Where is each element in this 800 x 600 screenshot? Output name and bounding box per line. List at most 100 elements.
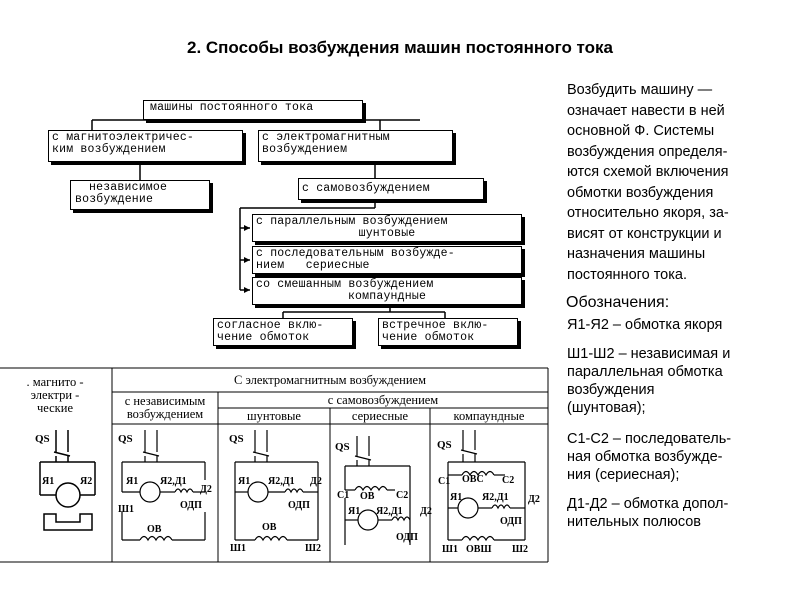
shunt-circuit <box>234 430 319 542</box>
tree-differential: встречное вклю- чение обмоток <box>378 318 518 346</box>
col-magneto-header: . магнито - электри - ческие <box>26 375 84 415</box>
intro-line: означает навести в ней <box>567 102 725 119</box>
tree-differential-line1: встречное вклю- <box>382 319 489 332</box>
ya1-label-1: Я1 <box>42 476 54 487</box>
qs-label-4: QS <box>335 441 350 453</box>
tree-self-label: с самовозбуждением <box>302 182 430 195</box>
intro-line: постоянного тока. <box>567 266 688 283</box>
c2-label-4: С2 <box>396 490 408 501</box>
intro-line: назначения машины <box>567 246 706 262</box>
tree-cumulative: согласное вклю- чение обмоток <box>213 318 353 346</box>
circuits-table-grid <box>0 367 549 563</box>
ov-label-2: ОВ <box>147 524 162 535</box>
tree-independent: независимое возбуждение <box>70 180 210 210</box>
intro-line: основной Ф. Системы <box>567 123 715 139</box>
tree-differential-line2: чение обмоток <box>382 331 475 344</box>
tree-independent-line1: независимое <box>89 181 168 194</box>
odp-label-2: ОДП <box>180 500 202 511</box>
intro-line: возбуждения определя- <box>567 143 728 160</box>
series-header: сериесные <box>351 409 409 423</box>
tree-self: с самовозбуждением <box>298 178 484 200</box>
intro-paragraph: Возбудить машину — означает навести в не… <box>567 80 729 285</box>
legend-line: нительных полюсов <box>567 514 702 530</box>
tree-series-line2: нием сериесные <box>256 259 370 272</box>
tree-parallel-line1: с параллельным возбуждением <box>256 215 448 228</box>
indep-header: с независимым возбуждением <box>124 394 206 421</box>
sh1-label-5: Ш1 <box>442 544 458 555</box>
intro-line: висят от конструкции и <box>567 225 722 242</box>
intro-line: относительно якоря, за- <box>567 205 729 221</box>
tree-independent-line2: возбуждение <box>75 193 154 206</box>
tree-mixed: со смешанным возбуждением компаундные <box>252 277 522 305</box>
ya2d1-label-3: Я2,Д1 <box>268 476 295 487</box>
tree-root-label: машины постоянного тока <box>150 101 314 114</box>
legend-item-series: С1-С2 – последователь- ная обмотка возбу… <box>567 430 731 484</box>
ya1-label-5: Я1 <box>450 492 462 503</box>
ya2d1-label-4: Я2,Д1 <box>376 506 403 517</box>
tree-mixed-line2: компаундные <box>347 290 427 303</box>
ya2-label-1: Я2 <box>80 476 92 487</box>
tree-mixed-line1: со смешанным возбуждением <box>256 278 434 291</box>
tree-series: с последовательным возбужде- нием сериес… <box>252 246 522 274</box>
tree-electro-line2: возбуждением <box>262 143 348 156</box>
intro-line: Возбудить машину — <box>567 82 713 98</box>
ovs-label-5: ОВС <box>462 474 484 485</box>
d2-label-3: Д2 <box>310 476 322 487</box>
legend-item-aux-poles: Д1-Д2 – обмотка допол- нительных полюсов <box>567 495 728 531</box>
legend-line: Д1-Д2 – обмотка допол- <box>567 496 729 512</box>
tree-cumulative-line1: согласное вклю- <box>217 319 324 332</box>
legend-line: параллельная обмотка <box>567 364 723 380</box>
ov-label-3: ОВ <box>262 522 277 533</box>
c2-label-5: С2 <box>502 475 514 486</box>
odp-label-4: ОДП <box>396 532 418 543</box>
d2-label-5: Д2 <box>528 494 540 505</box>
qs-label-5: QS <box>437 439 452 451</box>
legend-item-armature: Я1-Я2 – обмотка якоря <box>567 316 722 334</box>
sh1-label-2: Ш1 <box>118 504 134 515</box>
page-title: 2. Способы возбуждения машин постоянного… <box>186 38 613 57</box>
ya2d1-label-5: Я2,Д1 <box>482 492 509 503</box>
tree-parallel-line2: шунтовые <box>358 227 416 240</box>
compound-circuit <box>447 430 526 542</box>
legend-line: Ш1-Ш2 – независимая и <box>567 346 731 362</box>
tree-connectors <box>91 104 446 318</box>
legend-line: (шунтовая); <box>567 400 646 416</box>
legend-line: возбуждения <box>567 382 655 398</box>
shunt-header: шунтовые <box>247 409 301 423</box>
legend-line: Я1-Я2 – обмотка якоря <box>567 317 723 333</box>
compound-header: компаундные <box>453 409 525 423</box>
series-circuit <box>344 436 411 545</box>
legend-line: ния (сериесная); <box>567 467 680 483</box>
tree-root: машины постоянного тока <box>143 100 363 120</box>
c1-label-5: С1 <box>438 476 450 487</box>
circuit-diagrams: QS Я1 Я2 QS Я1 Я2,Д1 Д2 ОДП Ш1 ОВ <box>35 430 540 555</box>
tree-electro-line1: с электромагнитным <box>262 131 390 144</box>
tree-parallel: с параллельным возбуждением шунтовые <box>252 214 522 242</box>
c1-label-4: С1 <box>337 490 349 501</box>
ya1-label-4: Я1 <box>348 506 360 517</box>
ya2d1-label-2: Я2,Д1 <box>160 476 187 487</box>
sh2-label-5: Ш2 <box>512 544 528 555</box>
intro-line: обмотки возбуждения <box>567 184 714 201</box>
independent-circuit <box>121 430 206 542</box>
intro-line: ются схемой включения <box>567 164 729 180</box>
tree-series-line1: с последовательным возбужде- <box>256 247 455 260</box>
sh1-label-3: Ш1 <box>230 543 246 554</box>
tree-magneto-line1: с магнитоэлектричес- <box>52 131 195 144</box>
ov-label-4: ОВ <box>360 491 375 502</box>
electro-header: С электромагнитным возбуждением <box>234 373 426 387</box>
sh2-label-3: Ш2 <box>305 543 321 554</box>
qs-label-3: QS <box>229 433 244 445</box>
qs-label-2: QS <box>118 433 133 445</box>
tree-magneto: с магнитоэлектричес- ким возбуждением <box>48 130 243 162</box>
odp-label-3: ОДП <box>288 500 310 511</box>
magneto-circuit <box>39 430 96 531</box>
ovsh-label-5: ОВШ <box>466 544 491 555</box>
tree-magneto-line2: ким возбуждением <box>52 143 166 156</box>
d2-label-4: Д2 <box>420 506 432 517</box>
legend-line: С1-С2 – последователь- <box>567 431 732 447</box>
legend-item-shunt: Ш1-Ш2 – независимая и параллельная обмот… <box>567 345 730 417</box>
self-header: с самовозбуждением <box>327 393 439 407</box>
tree-cumulative-line2: чение обмоток <box>217 331 310 344</box>
tree-electro: с электромагнитным возбуждением <box>258 130 453 162</box>
